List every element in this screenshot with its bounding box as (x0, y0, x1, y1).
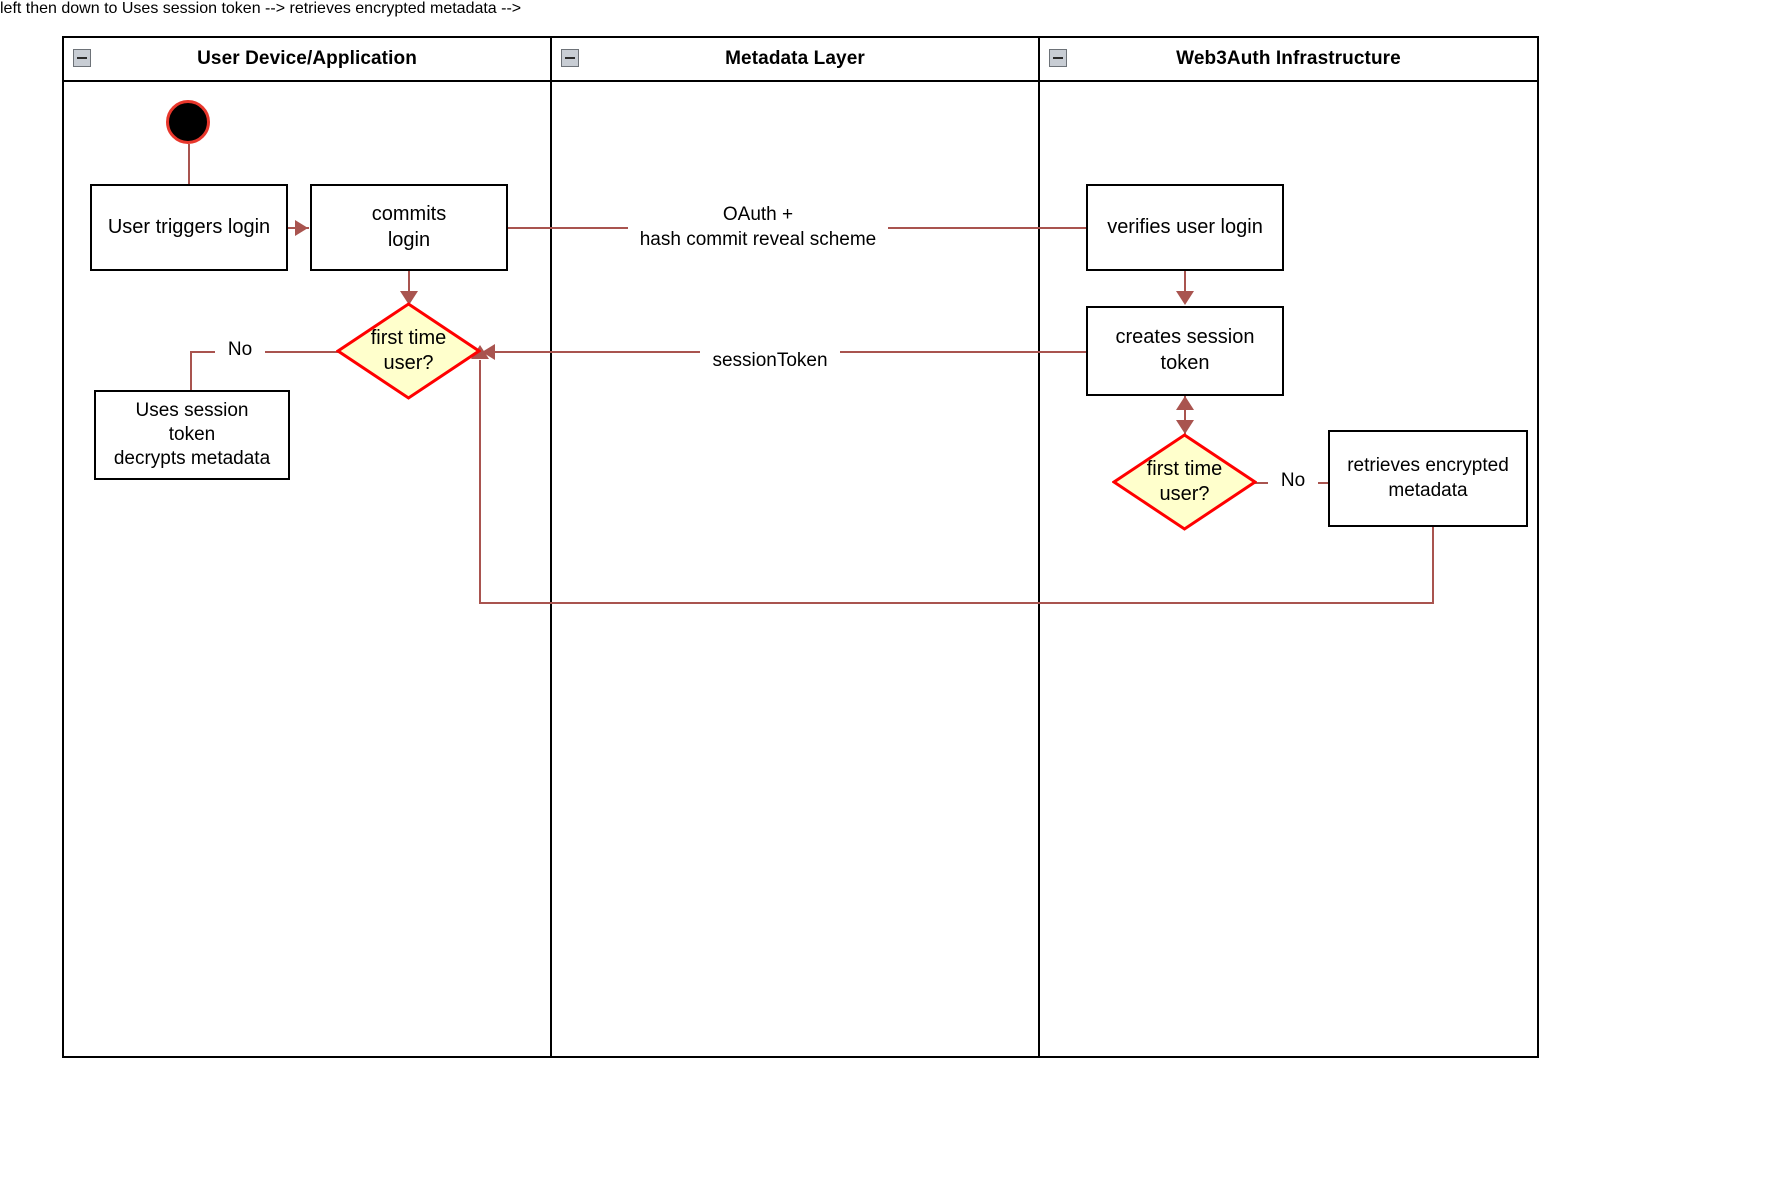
edge-label-oauth: OAuth + hash commit reveal scheme (628, 203, 888, 253)
initial-node (166, 100, 210, 144)
lane-title-metadata-layer: Metadata Layer (725, 48, 865, 69)
lane-header-metadata-layer[interactable]: Metadata Layer (552, 38, 1038, 82)
swimlane-user-device[interactable]: User Device/Application (64, 38, 552, 1056)
minus-box-icon[interactable] (73, 49, 91, 67)
swimlane-metadata-layer[interactable]: Metadata Layer (552, 38, 1040, 1056)
action-commits-login[interactable]: commits login (310, 184, 508, 271)
action-uses-session-token[interactable]: Uses session token decrypts metadata (94, 390, 290, 480)
action-retrieves-encrypted-metadata[interactable]: retrieves encrypted metadata (1328, 430, 1528, 527)
decision-right-label: first time user? (1146, 458, 1223, 505)
action-creates-session-token[interactable]: creates session token (1086, 306, 1284, 396)
decision-first-time-user-right[interactable]: first time user? (1112, 433, 1257, 531)
decision-diamond-shape (1112, 433, 1257, 531)
edge-verifies-to-creates (1184, 270, 1186, 302)
edge-label-no-right: No (1268, 469, 1318, 494)
lane-title-user-device: User Device/Application (197, 48, 417, 69)
action-user-triggers-login[interactable]: User triggers login (90, 184, 288, 271)
decision-diamond-shape (336, 302, 481, 400)
edge-label-session-token: sessionToken (700, 349, 840, 374)
edge-retrieves-return-up (479, 360, 481, 604)
arrowhead-down-decision-left (400, 291, 418, 305)
edge-start-to-user-triggers-login (188, 144, 190, 186)
decision-first-time-user-left[interactable]: first time user? (336, 302, 481, 400)
lane-header-web3auth[interactable]: Web3Auth Infrastructure (1040, 38, 1537, 82)
action-verifies-user-login[interactable]: verifies user login (1086, 184, 1284, 271)
edge-retrieves-return-horizontal (479, 602, 1434, 604)
minus-box-icon[interactable] (1049, 49, 1067, 67)
arrowhead-down-creates-session (1176, 291, 1194, 305)
edge-decision-left-no (190, 351, 346, 353)
lane-header-user-device[interactable]: User Device/Application (64, 38, 550, 82)
arrowhead-up-creates-session (1176, 396, 1194, 410)
arrowhead-right-commits (295, 220, 308, 236)
arrowhead-down-decision-right (1176, 420, 1194, 434)
edge-commits-to-decision-left (408, 270, 410, 302)
lane-title-web3auth: Web3Auth Infrastructure (1176, 48, 1401, 69)
edge-retrieves-down (1432, 527, 1434, 604)
edge-decision-left-no-down (190, 351, 192, 391)
edge-label-no-left: No (215, 338, 265, 363)
swimlane-web3auth[interactable]: Web3Auth Infrastructure (1040, 38, 1537, 1056)
minus-box-icon[interactable] (561, 49, 579, 67)
edge-creates-to-decision-right (1184, 396, 1186, 434)
decision-left-label: first time user? (370, 327, 447, 374)
